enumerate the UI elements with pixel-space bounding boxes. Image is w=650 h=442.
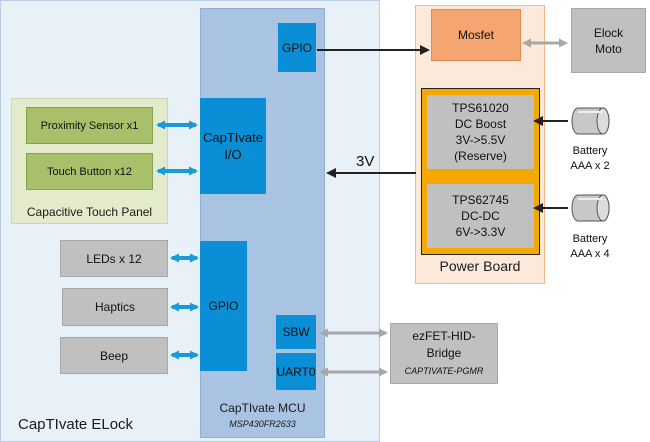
- mcu-part-number: MSP430FR2633: [229, 419, 296, 429]
- boost-converter-block: TPS61020 DC Boost 3V->5.5V (Reserve): [427, 95, 534, 169]
- proximity-sensor-block: Proximity Sensor x1: [26, 107, 153, 144]
- captivate-io-block: CapTIvate I/O: [200, 98, 266, 194]
- gpio-top-block: GPIO: [278, 23, 316, 72]
- mcu-title: CapTIvate MCU: [219, 401, 306, 415]
- battery-aaa4-icon: [571, 194, 610, 222]
- gpio-main-block: GPIO: [200, 241, 247, 371]
- battery-aaa2-icon: [571, 107, 610, 135]
- voltage-label: 3V: [356, 153, 375, 170]
- power-board-title: Power Board: [439, 258, 521, 274]
- battery-aaa2-label: Battery AAA x 2: [570, 145, 610, 172]
- touch-panel-title: Capacitive Touch Panel: [26, 205, 153, 219]
- mosfet-block: Mosfet: [431, 9, 521, 61]
- haptics-block: Haptics: [62, 288, 168, 326]
- touch-button-block: Touch Button x12: [26, 153, 153, 190]
- uart-block: UART0: [276, 353, 316, 390]
- leds-block: LEDs x 12: [60, 240, 168, 277]
- ezfet-bridge-block: [390, 323, 498, 384]
- sbw-block: SBW: [276, 315, 316, 349]
- elock-board-title: CapTIvate ELock: [18, 416, 134, 433]
- dcdc-converter-block: TPS62745 DC-DC 6V->3.3V: [427, 184, 534, 248]
- ezfet-bridge-label: ezFET-HID- Bridge: [412, 329, 476, 360]
- elock-motor-block: Elock Moto: [571, 8, 646, 73]
- beep-block: Beep: [60, 337, 168, 374]
- battery-aaa4-label: Battery AAA x 4: [570, 233, 610, 260]
- ezfet-bridge-sublabel: CAPTIVATE-PGMR: [404, 366, 484, 376]
